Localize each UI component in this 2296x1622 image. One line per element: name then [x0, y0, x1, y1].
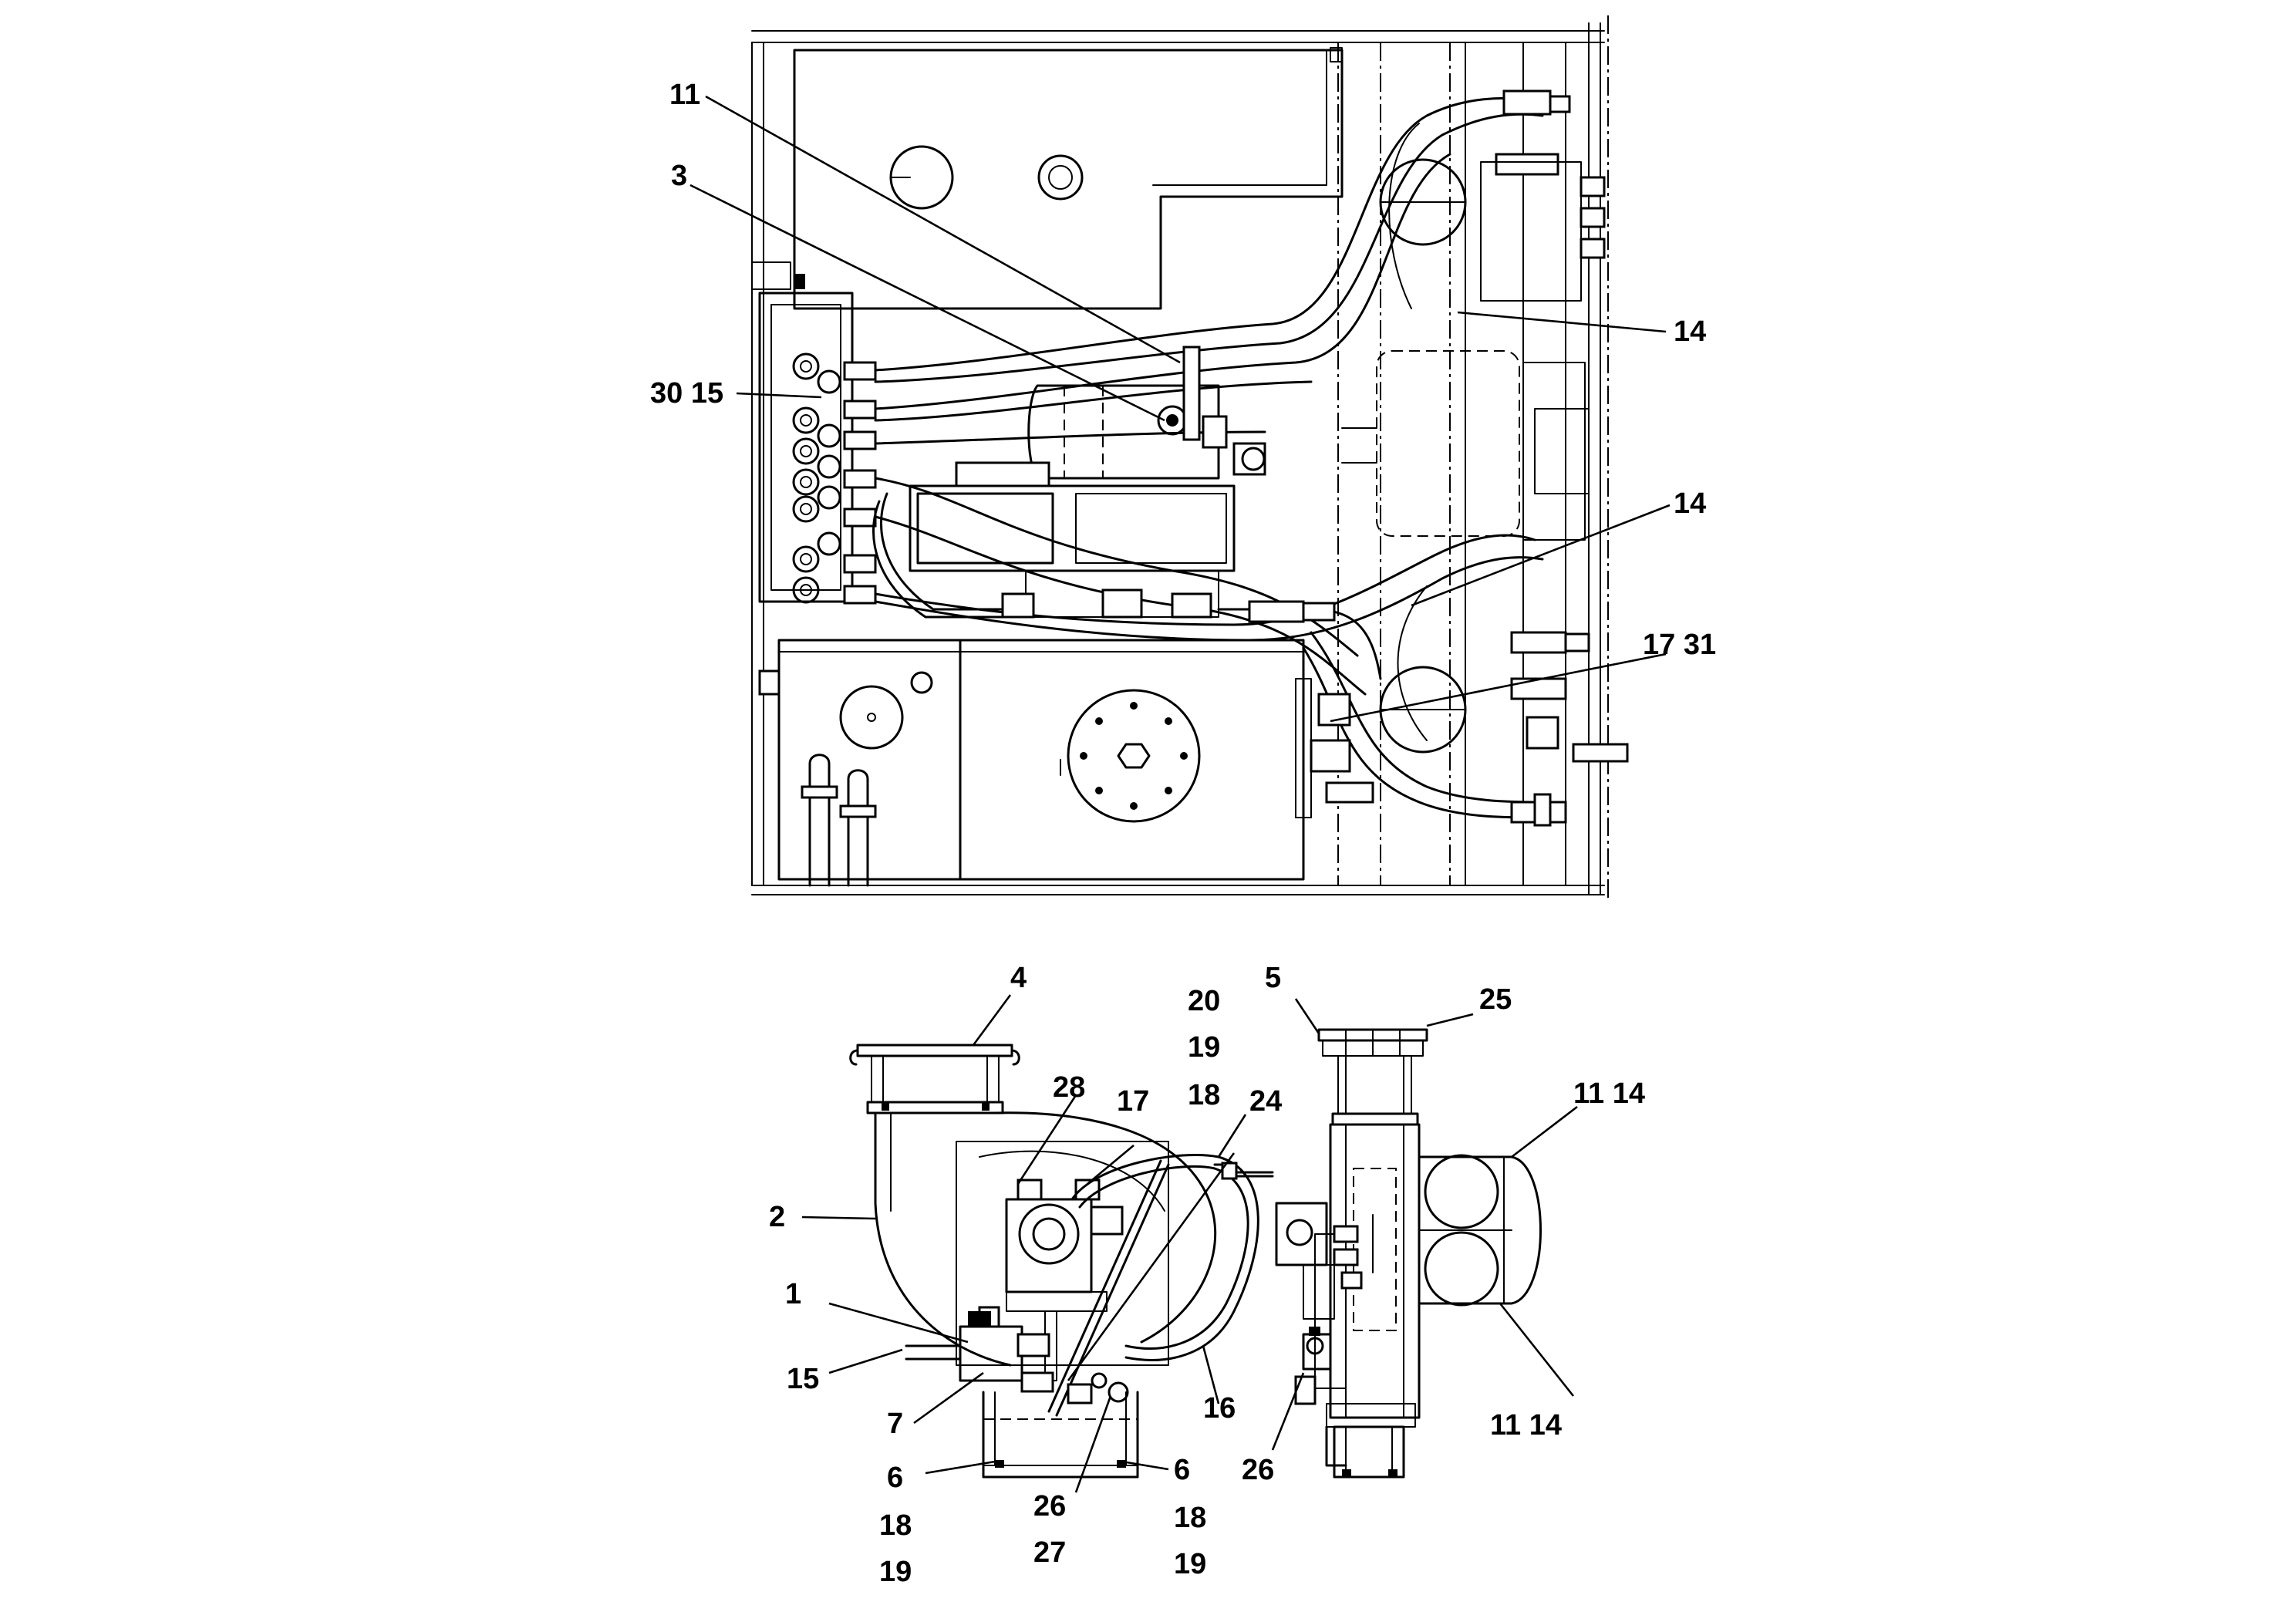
callout-14-lower: 14	[1674, 487, 1706, 520]
engine-block	[1341, 350, 1590, 541]
frame-outline	[751, 15, 1609, 899]
callout-18-upper: 18	[1188, 1079, 1220, 1111]
pump-cylinder	[1027, 346, 1266, 480]
side-canisters	[1418, 1154, 1542, 1307]
callout-15-front: 15	[787, 1363, 819, 1395]
callout-5: 5	[1265, 962, 1281, 994]
callout-11-top: 11	[669, 79, 700, 111]
lower-right-fittings	[1310, 631, 1629, 827]
front-leaders	[801, 994, 1247, 1493]
callout-27: 27	[1033, 1536, 1066, 1569]
top-leaders	[689, 95, 1671, 723]
front-view-assembly: 4 20 19 28 18 17 24 2 1 15 7 16 6 6 18 1…	[769, 962, 1282, 1588]
side-leaders	[1271, 998, 1578, 1451]
callout-1: 1	[785, 1278, 801, 1310]
callout-16: 16	[1203, 1392, 1236, 1425]
callout-17-31: 17 31	[1643, 629, 1716, 661]
fuel-tank	[793, 47, 1344, 310]
callout-24: 24	[1249, 1085, 1282, 1118]
top-flange	[849, 1044, 1020, 1114]
callout-19-upper: 19	[1188, 1031, 1220, 1064]
callout-26-side: 26	[1242, 1454, 1274, 1486]
top-view-assembly: 11 3 30 15 14 14 17 31	[650, 15, 1716, 899]
callout-19-right: 19	[1174, 1548, 1206, 1580]
callout-7: 7	[887, 1408, 903, 1440]
callout-25: 25	[1479, 983, 1512, 1016]
side-body	[1275, 1123, 1421, 1479]
callout-6-left: 6	[887, 1462, 903, 1494]
fan-housing	[874, 1111, 1217, 1367]
callout-26-front: 26	[1033, 1490, 1066, 1523]
callout-11-14-upper: 11 14	[1573, 1077, 1645, 1110]
side-flange	[1317, 1028, 1428, 1126]
upper-right-fittings	[1379, 89, 1606, 302]
callout-18-right: 18	[1174, 1502, 1206, 1534]
base-stand	[982, 1391, 1139, 1479]
hydraulic-tank	[758, 639, 1312, 887]
callout-2: 2	[769, 1201, 785, 1233]
callout-4: 4	[1010, 962, 1027, 994]
callout-11-14-lower: 11 14	[1490, 1409, 1562, 1442]
side-view-assembly: 5 25 11 14 11 14 26	[1242, 962, 1645, 1486]
callout-18-left: 18	[879, 1509, 912, 1542]
callout-19-left: 19	[879, 1556, 912, 1588]
front-valve-block	[959, 1306, 1129, 1404]
callout-6-right: 6	[1174, 1454, 1190, 1486]
callout-14-upper: 14	[1674, 315, 1706, 348]
control-valve-manifold	[751, 261, 877, 605]
callout-30-15: 30 15	[650, 377, 723, 410]
callout-28: 28	[1053, 1071, 1085, 1104]
motor-box	[909, 461, 1236, 619]
callout-20: 20	[1188, 985, 1220, 1017]
pump-mount	[1005, 1179, 1124, 1381]
lower-hoses	[872, 492, 1382, 680]
callout-3: 3	[671, 160, 687, 192]
callout-17-front: 17	[1117, 1085, 1149, 1118]
